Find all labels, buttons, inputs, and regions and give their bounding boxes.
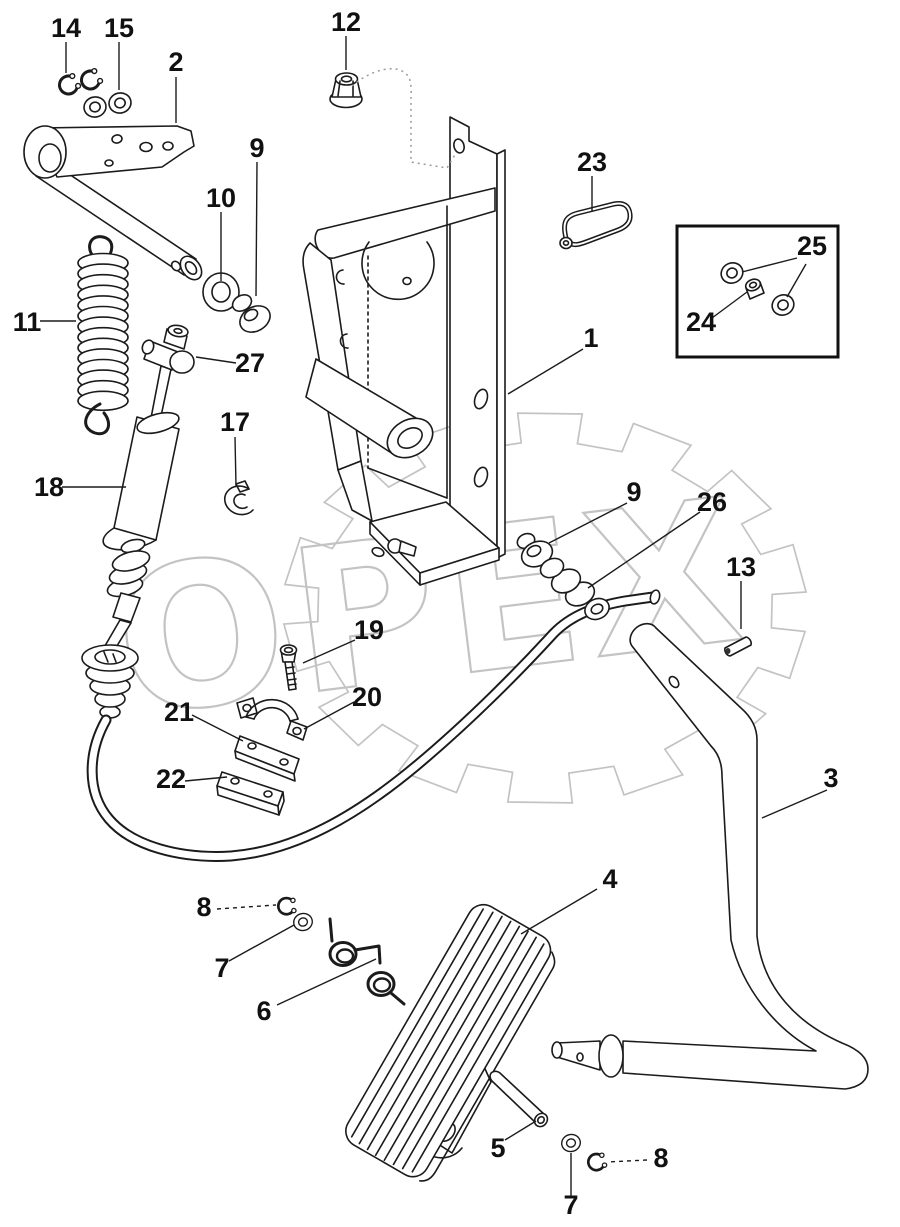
- inset-detail-box: [675, 224, 840, 359]
- wire-clip-part-23: [559, 201, 633, 250]
- watermark-text: OPEX: [104, 455, 761, 761]
- callout-12: 12: [331, 7, 361, 37]
- washer-part-10: [202, 272, 240, 312]
- cable-end-cap: [649, 589, 661, 605]
- callout-14: 14: [51, 13, 81, 43]
- retainer-clip-part-17: [224, 480, 254, 516]
- washer-part-7-right: [559, 1131, 583, 1155]
- callout-20: 20: [352, 682, 382, 712]
- callout-15: 15: [104, 13, 134, 43]
- callout-2: 2: [168, 47, 183, 77]
- callout-7-left: 7: [214, 953, 229, 983]
- callout-1: 1: [583, 323, 598, 353]
- bushing-part-9-lower: [516, 532, 554, 568]
- washer-part-7-left: [291, 910, 315, 934]
- ball-joint-part-27: [141, 324, 195, 422]
- e-clip-part-8-right: [586, 1151, 609, 1172]
- callout-9-upper: 9: [249, 133, 264, 163]
- callout-27: 27: [235, 348, 265, 378]
- callout-17: 17: [220, 407, 250, 437]
- grommet-part-26: [539, 557, 610, 621]
- callout-18: 18: [34, 472, 64, 502]
- assembly-dotted-leader: [351, 68, 457, 169]
- callout-8-left: 8: [196, 892, 211, 922]
- callout-7-right: 7: [563, 1190, 578, 1220]
- callout-6: 6: [256, 996, 271, 1026]
- gear-watermark-outline: [282, 412, 808, 804]
- washer-part-25-a: [717, 258, 747, 288]
- torsion-spring-part-6: [328, 917, 406, 1006]
- callout-11: 11: [13, 307, 42, 337]
- callout-26: 26: [697, 487, 727, 517]
- bushing-part-9-upper: [231, 294, 271, 333]
- callout-9-lower: 9: [626, 477, 641, 507]
- callout-25: 25: [797, 231, 827, 261]
- callout-13: 13: [726, 552, 756, 582]
- e-clips-part-14: [55, 65, 106, 98]
- callout-24: 24: [686, 307, 716, 337]
- plate-part-21: [234, 735, 300, 782]
- callout-21: 21: [164, 697, 194, 727]
- callout-5: 5: [490, 1133, 505, 1163]
- bolt-part-19: [279, 644, 298, 691]
- pin-part-5: [489, 1070, 549, 1128]
- washer-part-25-b: [768, 290, 798, 320]
- arm-collar: [598, 1034, 624, 1078]
- e-clip-part-8-left: [275, 894, 300, 918]
- callout-8-right: 8: [653, 1143, 668, 1173]
- return-spring-part-11: [77, 235, 129, 436]
- throttle-cable: [86, 589, 661, 862]
- callout-23: 23: [577, 147, 607, 177]
- mounting-bracket-part-1: [302, 116, 506, 586]
- callout-10: 10: [206, 183, 236, 213]
- leader-lines: [40, 36, 828, 1196]
- lever-arm-part-2: [23, 125, 203, 281]
- pedal-pad-part-4: [345, 903, 556, 1182]
- callout-labels: 14 15 2 12 23 25 24 9 10 11 27 17 18 1 9…: [13, 7, 839, 1220]
- pin-part-13: [724, 636, 752, 657]
- bushing-part-24: [744, 278, 765, 300]
- washers-part-15: [81, 90, 134, 120]
- callout-19: 19: [354, 615, 384, 645]
- callout-3: 3: [823, 763, 838, 793]
- callout-22: 22: [156, 764, 186, 794]
- callout-4: 4: [602, 864, 617, 894]
- plate-part-22: [216, 771, 285, 816]
- pedal-arm-part-3: [551, 622, 869, 1090]
- cable-clamp-part-20: [236, 697, 308, 741]
- flange-nut-part-12: [329, 68, 457, 169]
